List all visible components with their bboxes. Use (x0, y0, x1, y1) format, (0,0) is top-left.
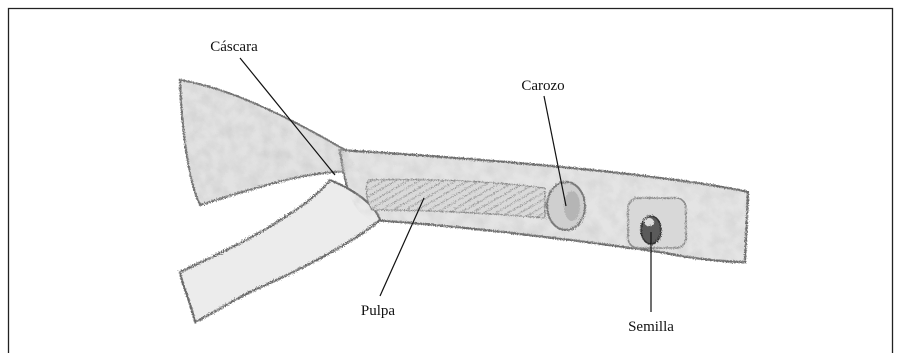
cascara-label: Cáscara (210, 39, 258, 55)
carozo-label: Carozo (521, 78, 564, 94)
pulpa-label: Pulpa (361, 303, 396, 319)
pod-illustration (180, 80, 748, 322)
semilla-label: Semilla (628, 319, 674, 335)
